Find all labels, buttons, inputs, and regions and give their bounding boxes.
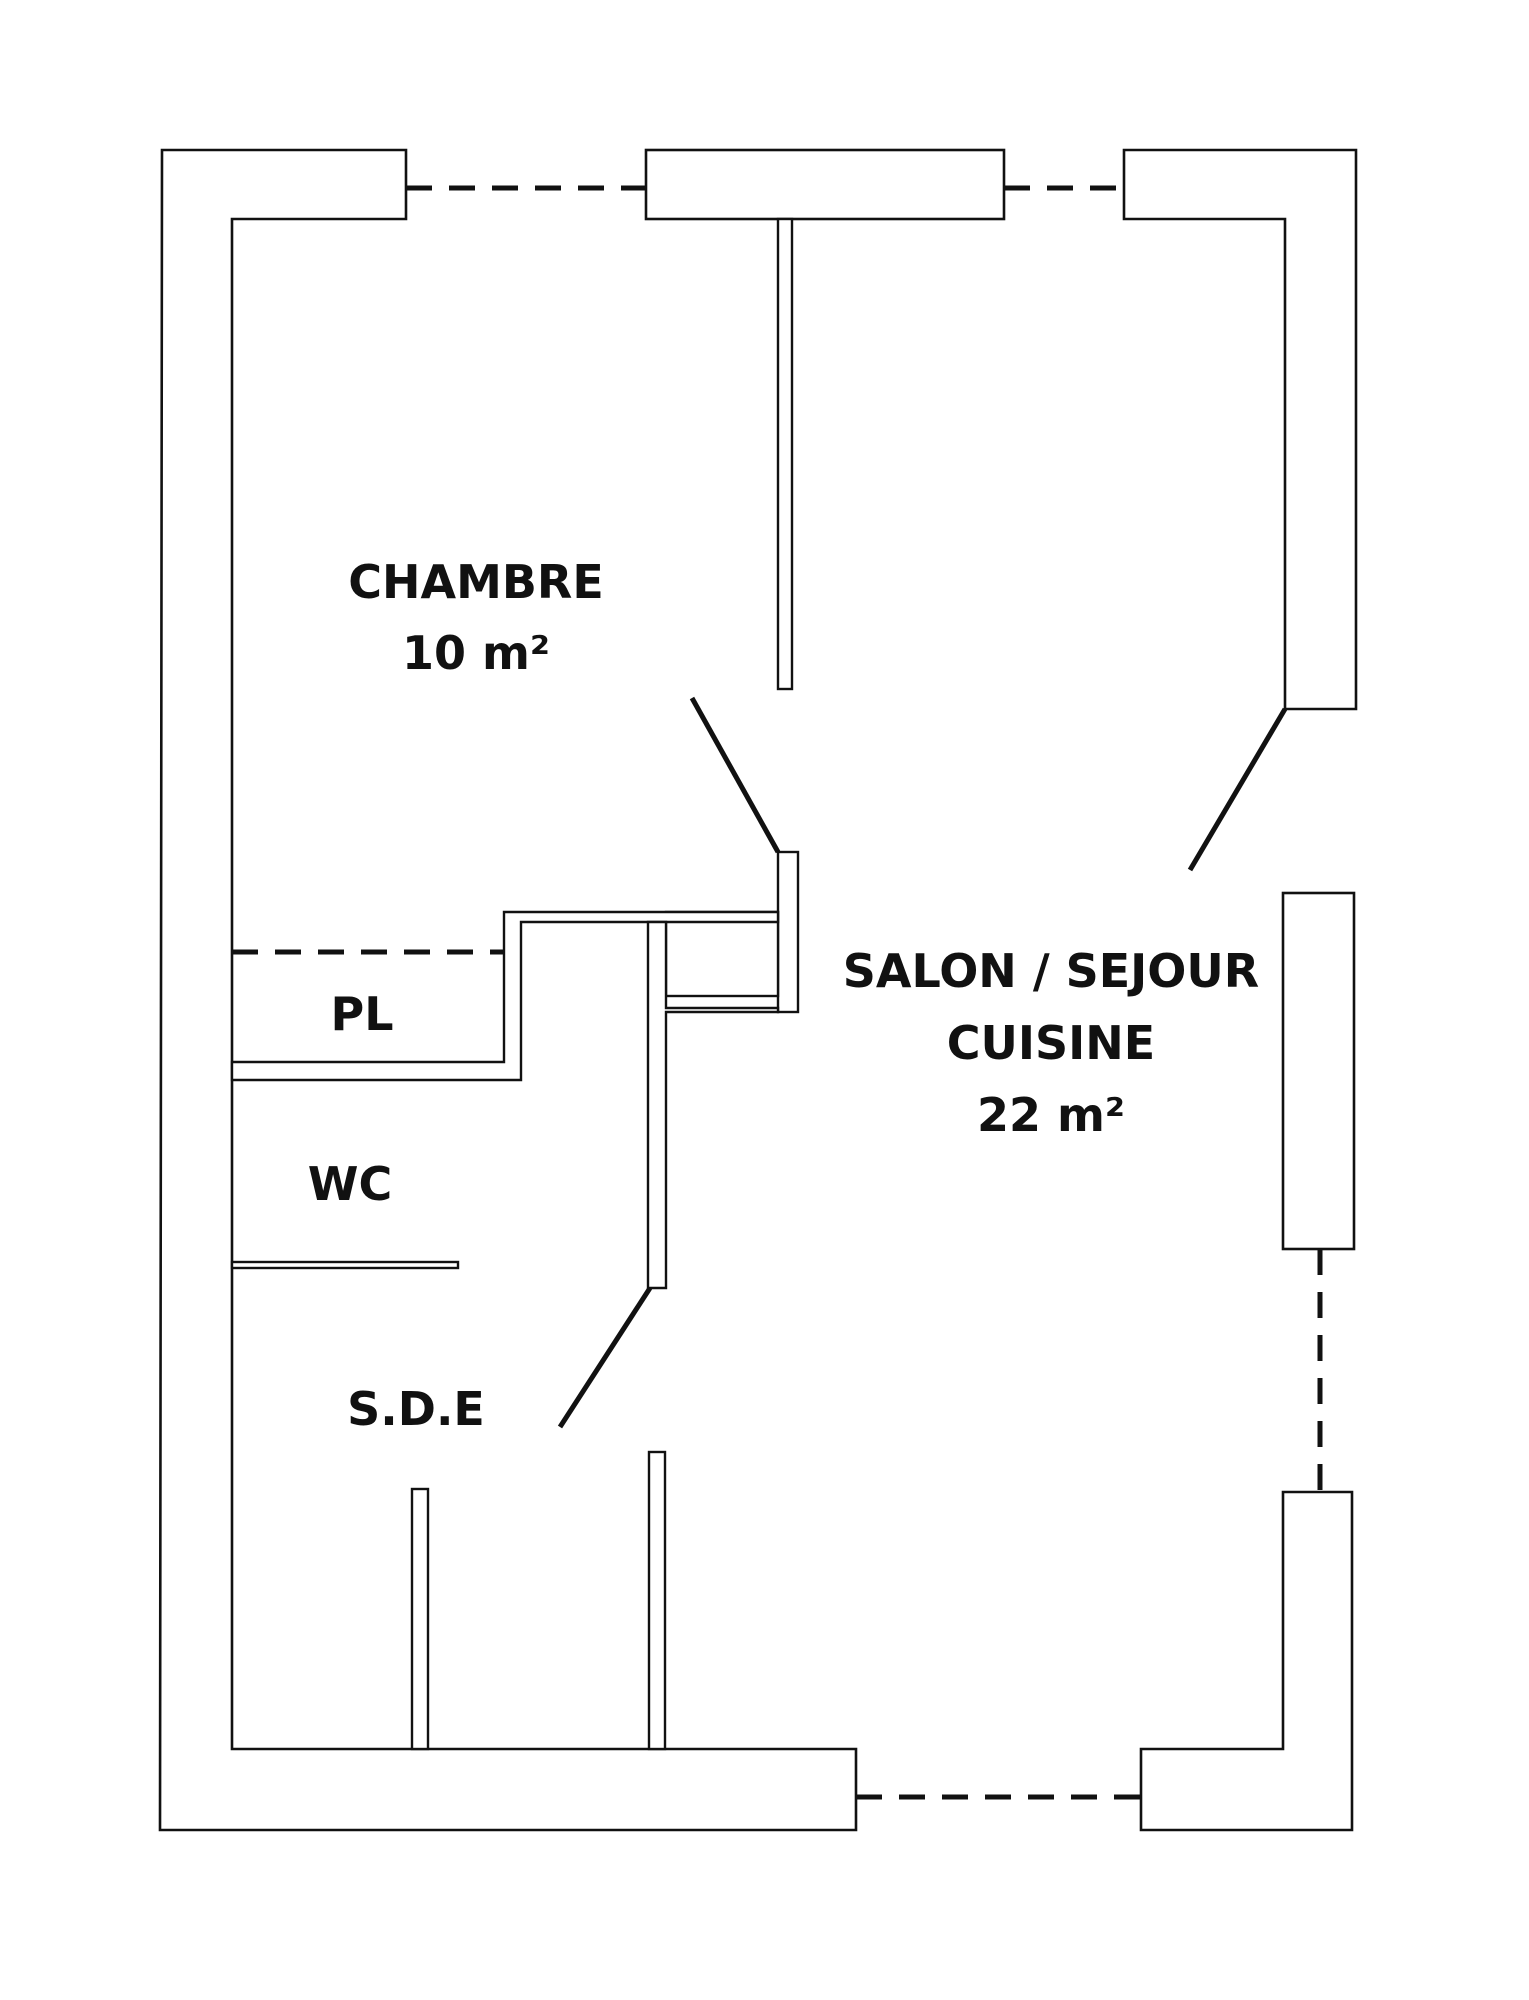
outer-wall-left-bottom (158, 148, 858, 1832)
room-area-chambre: 10 m² (402, 626, 550, 680)
partition-sde-bottom (410, 1487, 430, 1751)
room-label-sde: S.D.E (347, 1382, 485, 1436)
door-entry (1187, 707, 1288, 872)
partition-wc-sde (230, 1260, 460, 1270)
room-label-wc: WC (308, 1157, 393, 1211)
outer-wall-top-right (1122, 148, 1358, 711)
room-label-pl: PL (330, 987, 393, 1041)
partition-corridor-bottom (647, 1450, 667, 1751)
outer-wall-right-middle (1281, 891, 1356, 1251)
room-area-salon: 22 m² (977, 1088, 1125, 1142)
outer-wall-bottom-right (1139, 1490, 1354, 1832)
room-label-chambre: CHAMBRE (348, 555, 604, 609)
outer-wall-top-middle (644, 148, 1006, 221)
partition-door-jamb (776, 850, 800, 1014)
partition-chambre-salon (776, 217, 794, 691)
duct-box (664, 910, 780, 998)
corridor-wall-right (646, 920, 780, 1290)
corridor-wall-top (230, 910, 780, 1082)
room-label-salon-line2: CUISINE (947, 1016, 1155, 1070)
door-sde (557, 1286, 653, 1429)
room-label-salon-line1: SALON / SEJOUR (843, 944, 1259, 998)
door-chambre (689, 696, 781, 854)
